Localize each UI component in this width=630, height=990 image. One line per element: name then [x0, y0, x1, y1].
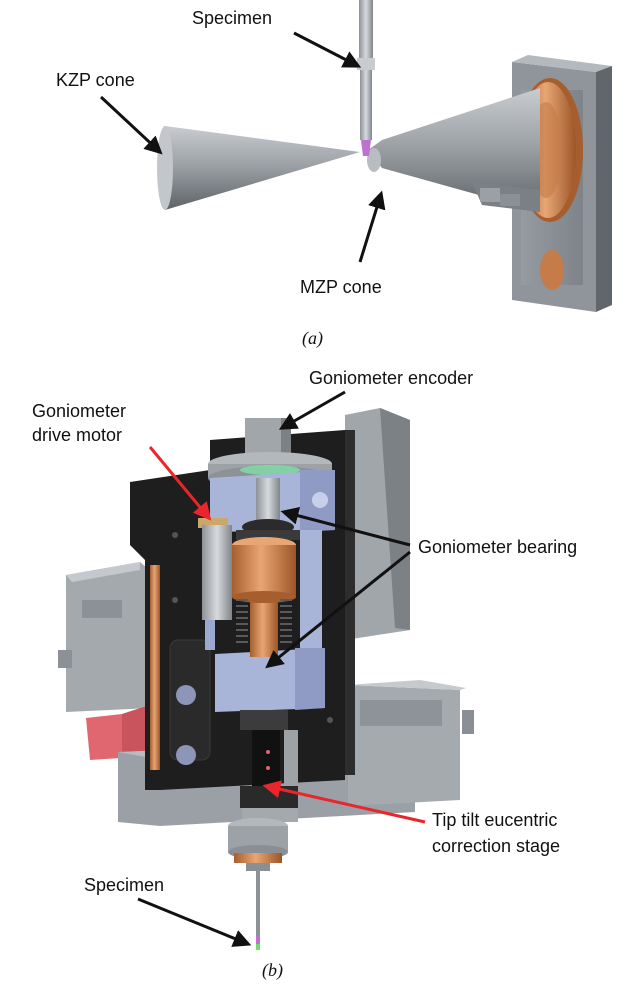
label-drive-motor-line1: Goniometer — [32, 401, 126, 421]
panel-a: Specimen KZP cone MZP cone (a) — [56, 0, 612, 349]
caption-b: (b) — [262, 960, 283, 981]
back-plate-right — [345, 408, 410, 640]
caption-a: (a) — [302, 328, 323, 349]
mzp-cone-shape — [367, 88, 540, 212]
specimen-rod-a — [357, 0, 375, 156]
panel-b: Goniometer encoder Goniometer drive moto… — [32, 368, 577, 981]
label-tip-tilt-line1: Tip tilt eucentric — [432, 810, 557, 830]
specimen-holder — [228, 818, 288, 871]
springs — [236, 599, 292, 643]
label-mzp-cone: MZP cone — [300, 277, 382, 297]
specimen-rod-b — [256, 870, 260, 950]
label-goniometer-bearing: Goniometer bearing — [418, 537, 577, 557]
arrow-tip-tilt — [262, 780, 426, 824]
label-specimen-b: Specimen — [84, 875, 164, 895]
arrow-mzp-cone — [358, 190, 386, 263]
drive-motor — [198, 518, 232, 620]
copper-rail — [150, 565, 160, 770]
side-box-left — [58, 562, 152, 712]
arrow-goniometer-encoder — [278, 390, 346, 430]
arrow-kzp-cone — [99, 95, 163, 155]
label-specimen-a: Specimen — [192, 8, 272, 28]
arrow-bearing-lower — [265, 550, 411, 669]
label-kzp-cone: KZP cone — [56, 70, 135, 90]
label-goniometer-encoder: Goniometer encoder — [309, 368, 473, 388]
arrow-bearing-upper — [280, 506, 411, 547]
arrow-specimen-b — [137, 897, 252, 947]
kzp-cone-shape — [157, 126, 360, 210]
side-box-right — [348, 680, 474, 806]
pink-block — [86, 705, 150, 760]
arrow-specimen-a — [293, 31, 362, 68]
arrow-drive-motor — [148, 446, 212, 521]
label-drive-motor-line2: drive motor — [32, 425, 122, 445]
label-tip-tilt-line2: correction stage — [432, 836, 560, 856]
